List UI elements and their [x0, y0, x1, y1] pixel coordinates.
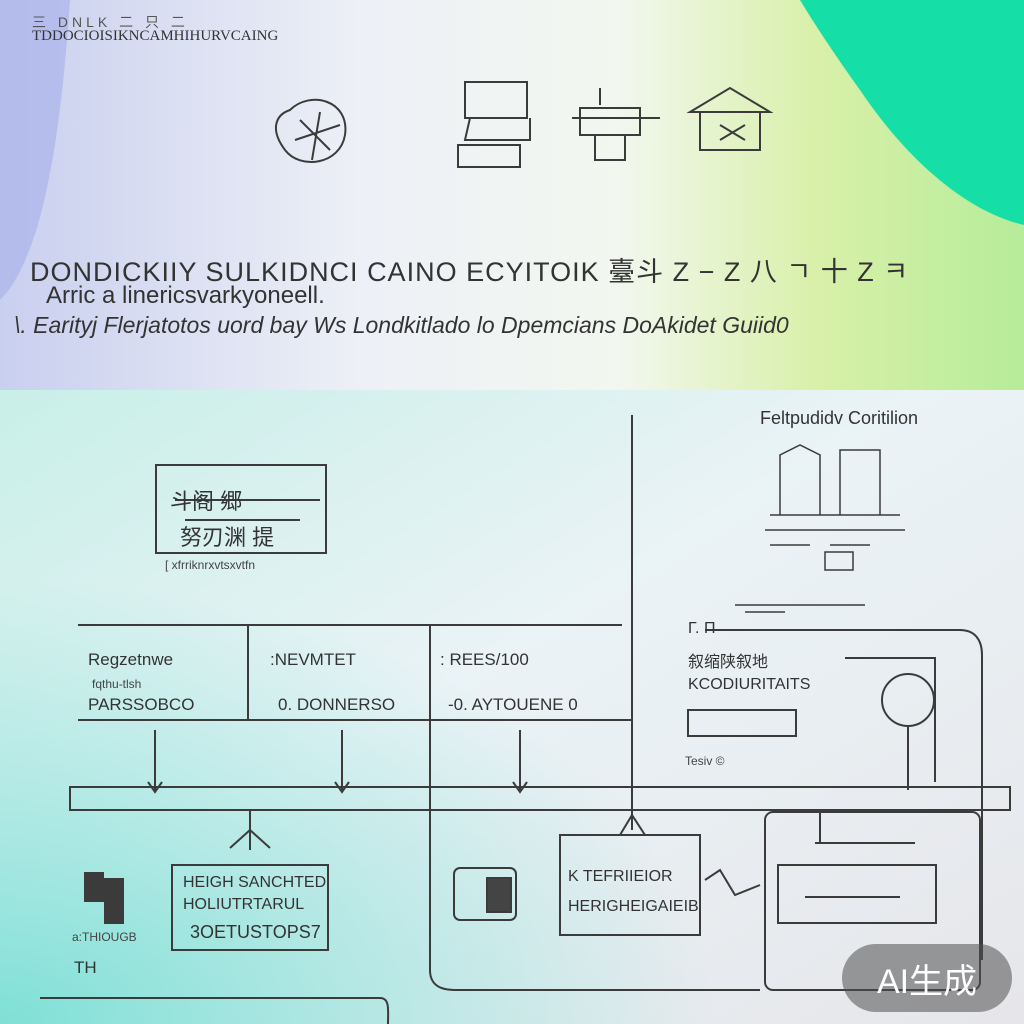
column-1-label: Regzetnwe: [88, 650, 174, 669]
header-tiny-text: 三 DNLK 二 只 二: [32, 14, 189, 30]
left-box-line-2: 努刃渊 提: [180, 525, 275, 550]
bottom-box-1-line-1: HEIGH SANCHTED: [183, 874, 327, 891]
right-panel-label-2: 叙缩陕叙地: [688, 654, 769, 671]
bottom-box-3-line-1: K TEFRIIEIOR: [568, 868, 673, 885]
page-tagline: \. Earityj Flerjatotos uord bay Ws Londk…: [14, 312, 789, 338]
bottom-box-1-line-3: 3OETUSTOPS7: [190, 922, 321, 942]
top-icons: [275, 81, 774, 168]
column-3-label: : REES/100: [440, 650, 529, 669]
right-building: [735, 444, 905, 613]
bottom-box-3-line-2: HERIGHEIGAIEIB: [568, 898, 699, 915]
bottom-box-1-line-2: HOLIUTRTARUL: [183, 896, 305, 913]
column-2-sub2: 0. DONNERSO: [278, 695, 396, 714]
column-2-label: :NEVMTET: [270, 650, 356, 669]
right-panel-label-4: Tesiv ©: [685, 754, 725, 768]
column-3-sub2: -0. AYTOUENE 0: [448, 695, 578, 714]
right-panel-label-3: KCODIURITAITS: [688, 676, 811, 693]
left-box: [155, 464, 327, 554]
header-small-text: TDDOCIOISIKNCAMHIHURVCAING: [32, 28, 279, 44]
left-box-caption: [ xfrriknrxvtsxvtfn: [165, 558, 256, 572]
page-title: DONDICKIIY SULKIDNCI CAINO ECYITOIK 臺斗 Z…: [30, 257, 910, 287]
columns-table: [69, 624, 1011, 811]
bottom-small-left: a:THIOUGB: [72, 930, 137, 944]
left-box-line-1: 斗阁 郷: [170, 489, 243, 514]
right-panel-label-1: Γ. Π: [688, 620, 716, 637]
right-connectors: [429, 629, 983, 991]
page-subtitle: Arric a linericsvarkyoneell.: [46, 282, 325, 309]
right-panel-title: Feltpudidv Coritilion: [760, 408, 919, 428]
ai-generated-badge: AI生成: [842, 944, 1012, 1012]
column-1-sub: fqthu-tlsh: [92, 677, 142, 691]
column-1-sub2: PARSSOBCO: [88, 695, 195, 714]
bottom-th: TH: [74, 958, 97, 977]
